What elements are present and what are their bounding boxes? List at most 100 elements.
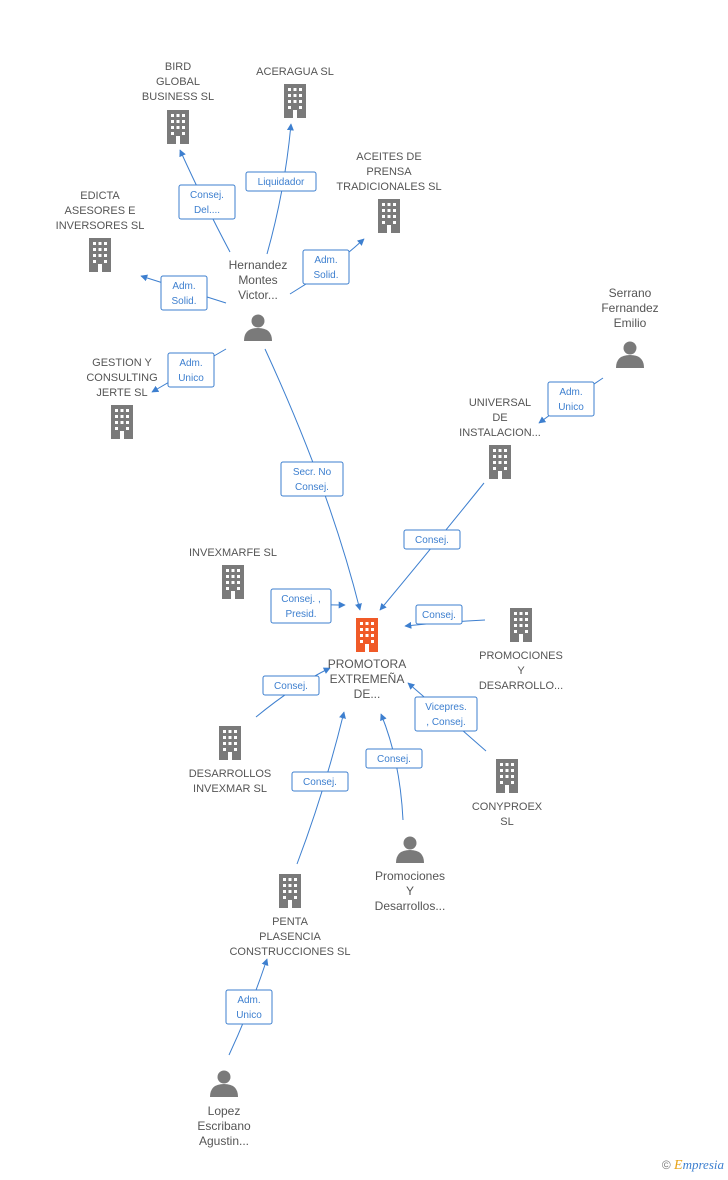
relation-label-box[interactable] xyxy=(245,171,317,192)
node-label[interactable]: ACEITES DE xyxy=(356,151,421,163)
node-label[interactable]: PROMOTORA xyxy=(328,657,406,671)
node-label[interactable]: DESARROLLO... xyxy=(479,680,563,692)
node-aceites[interactable]: ACEITES DE PRENSA TRADICIONALES SL xyxy=(336,151,442,233)
node-label[interactable]: Serrano xyxy=(609,286,652,300)
node-invexmarfe[interactable]: INVEXMARFE SL xyxy=(189,547,277,599)
node-label[interactable]: INVEXMAR SL xyxy=(193,783,267,795)
node-label[interactable]: ACERAGUA SL xyxy=(256,66,334,78)
node-label[interactable]: TRADICIONALES SL xyxy=(336,181,441,193)
node-label[interactable]: CONSTRUCCIONES SL xyxy=(229,946,350,958)
node-label[interactable]: EXTREMEÑA xyxy=(330,672,405,686)
relation-bird[interactable]: Consej.Del.... xyxy=(178,149,236,253)
node-label[interactable]: DE xyxy=(492,412,507,424)
building-icon[interactable] xyxy=(378,199,400,233)
relation-label-box[interactable] xyxy=(160,275,208,311)
node-label[interactable]: EDICTA xyxy=(80,190,120,202)
building-icon[interactable] xyxy=(489,445,511,479)
relation-lopez[interactable]: Adm.Unico xyxy=(225,958,273,1056)
relation-edicta[interactable]: Adm.Solid. xyxy=(140,274,227,311)
building-icon[interactable] xyxy=(89,238,111,272)
node-label[interactable]: GLOBAL xyxy=(156,76,200,88)
node-promotora[interactable]: PROMOTORAEXTREMEÑADE... xyxy=(328,618,406,701)
relation-label-box[interactable] xyxy=(291,771,349,792)
node-label[interactable]: Escribano xyxy=(197,1119,251,1133)
node-label[interactable]: Promociones xyxy=(375,869,445,883)
node-desinvexmar[interactable]: DESARROLLOS INVEXMAR SL xyxy=(189,726,272,795)
person-icon[interactable] xyxy=(396,836,424,864)
building-icon[interactable] xyxy=(111,405,133,439)
node-gestion[interactable]: GESTION Y CONSULTING JERTE SL xyxy=(86,357,158,439)
relation-label-box[interactable] xyxy=(225,989,273,1025)
node-label[interactable]: INVEXMARFE SL xyxy=(189,547,277,559)
relation-label-box[interactable] xyxy=(178,184,236,220)
node-label[interactable]: CONYPROEX xyxy=(472,801,543,813)
node-label[interactable]: DE... xyxy=(354,687,381,701)
node-label[interactable]: PLASENCIA xyxy=(259,931,321,943)
relation-label-box[interactable] xyxy=(270,588,332,624)
relation-label-box[interactable] xyxy=(262,675,320,696)
relation-conyproex[interactable]: Vicepres., Consej. xyxy=(407,682,487,752)
node-label[interactable]: BIRD xyxy=(165,61,191,73)
person-icon[interactable] xyxy=(244,314,272,342)
node-edicta[interactable]: EDICTA ASESORES E INVERSORES SL xyxy=(56,190,145,272)
node-aceragua[interactable]: ACERAGUA SL xyxy=(256,66,334,118)
relation-promdes1[interactable]: Consej. xyxy=(404,604,486,629)
node-label[interactable]: JERTE SL xyxy=(96,387,147,399)
building-icon[interactable] xyxy=(356,618,378,652)
building-icon[interactable] xyxy=(284,84,306,118)
building-icon[interactable] xyxy=(219,726,241,760)
node-label[interactable]: Desarrollos... xyxy=(375,899,446,913)
node-bird[interactable]: BIRD GLOBAL BUSINESS SL xyxy=(142,61,214,144)
node-label[interactable]: Montes xyxy=(238,273,277,287)
node-label[interactable]: Y xyxy=(406,884,414,898)
node-hernandez[interactable]: HernandezMontesVictor... xyxy=(229,258,288,341)
relation-label-box[interactable] xyxy=(414,696,478,732)
relation-promdes2[interactable]: Consej. xyxy=(365,713,423,821)
relation-aceragua[interactable]: Liquidador xyxy=(245,123,317,255)
person-icon[interactable] xyxy=(616,341,644,369)
building-icon[interactable] xyxy=(222,565,244,599)
relation-invexmarfe[interactable]: Consej. ,Presid. xyxy=(270,588,346,624)
node-label[interactable]: Emilio xyxy=(614,316,647,330)
node-label[interactable]: PENTA xyxy=(272,916,309,928)
person-icon[interactable] xyxy=(210,1070,238,1098)
node-promdes2[interactable]: PromocionesYDesarrollos... xyxy=(375,836,446,914)
node-label[interactable]: GESTION Y xyxy=(92,357,152,369)
building-icon[interactable] xyxy=(279,874,301,908)
node-label[interactable]: PROMOCIONES xyxy=(479,650,563,662)
node-label[interactable]: Hernandez xyxy=(229,258,288,272)
relation-penta[interactable]: Consej. xyxy=(291,711,349,865)
node-label[interactable]: Victor... xyxy=(238,288,278,302)
node-label[interactable]: Lopez xyxy=(208,1104,241,1118)
node-promdes1[interactable]: PROMOCIONES Y DESARROLLO... xyxy=(479,608,563,692)
relation-label-box[interactable] xyxy=(167,352,215,388)
node-label[interactable]: Agustin... xyxy=(199,1134,249,1148)
relation-label-box[interactable] xyxy=(547,381,595,417)
node-label[interactable]: INSTALACION... xyxy=(459,427,541,439)
node-label[interactable]: BUSINESS SL xyxy=(142,91,214,103)
relation-label-box[interactable] xyxy=(280,461,344,497)
node-label[interactable]: Y xyxy=(517,665,525,677)
relation-label-box[interactable] xyxy=(403,529,461,550)
building-icon[interactable] xyxy=(167,110,189,144)
node-label[interactable]: Fernandez xyxy=(601,301,658,315)
relation-label-box[interactable] xyxy=(365,748,423,769)
node-label[interactable]: PRENSA xyxy=(366,166,412,178)
relation-universal[interactable]: Consej. xyxy=(379,482,485,611)
node-label[interactable]: INVERSORES SL xyxy=(56,220,145,232)
relation-gestion[interactable]: Adm.Unico xyxy=(151,348,227,393)
building-icon[interactable] xyxy=(510,608,532,642)
relation-serrano[interactable]: Adm.Unico xyxy=(538,377,604,424)
relation-desinvexmar[interactable]: Consej. xyxy=(255,667,331,718)
node-lopez[interactable]: LopezEscribanoAgustin... xyxy=(197,1070,251,1149)
node-label[interactable]: ASESORES E xyxy=(65,205,136,217)
node-universal[interactable]: UNIVERSALDEINSTALACION... xyxy=(459,397,541,479)
node-label[interactable]: CONSULTING xyxy=(86,372,157,384)
relation-label-box[interactable] xyxy=(302,249,350,285)
node-penta[interactable]: PENTA PLASENCIA CONSTRUCCIONES SL xyxy=(229,874,351,958)
node-label[interactable]: DESARROLLOS xyxy=(189,768,272,780)
relation-aceites[interactable]: Adm.Solid. xyxy=(289,238,365,295)
